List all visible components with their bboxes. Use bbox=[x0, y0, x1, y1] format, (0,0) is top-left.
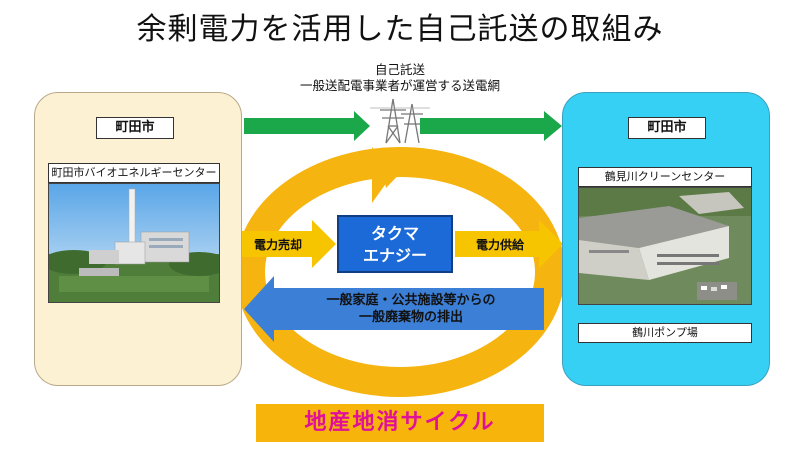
center-line1: タクマ bbox=[370, 224, 419, 243]
grid-label: 自己託送 一般送配電事業者が運営する送電網 bbox=[250, 62, 550, 94]
waste-arrow bbox=[244, 276, 544, 342]
transmission-tower-icon bbox=[370, 98, 430, 144]
supply-label: 電力供給 bbox=[475, 238, 524, 252]
right-city-label: 町田市 bbox=[628, 117, 706, 139]
cycle-ring-arrowhead-right bbox=[378, 148, 410, 188]
left-city-label: 町田市 bbox=[96, 117, 174, 139]
cycle-ring-arrowhead bbox=[372, 147, 392, 203]
self-consignment-label: 自己託送 bbox=[374, 62, 425, 77]
pump-station-label: 鶴川ポンプ場 bbox=[578, 323, 752, 343]
waste-label-line2: 一般廃棄物の排出 bbox=[358, 310, 463, 325]
page-title: 余剰電力を活用した自己託送の取組み bbox=[136, 12, 664, 47]
waste-label-line1: 一般家庭・公共施設等からの bbox=[326, 293, 496, 308]
local-production-cycle-banner: 地産地消サイクル bbox=[256, 404, 544, 442]
bioenergy-center-photo bbox=[48, 183, 220, 303]
right-facility-label: 鶴見川クリーンセンター bbox=[578, 167, 752, 187]
grid-operator-label: 一般送配電事業者が運営する送電網 bbox=[299, 78, 500, 93]
green-arrow-left bbox=[244, 111, 370, 141]
green-arrow-right bbox=[420, 111, 562, 141]
left-facility-label: 町田市バイオエネルギーセンター bbox=[48, 163, 220, 183]
sell-arrow bbox=[240, 220, 336, 268]
takuma-energy-box: タクマ エナジー bbox=[337, 215, 453, 273]
waste-label: 一般家庭・公共施設等からの 一般廃棄物の排出 bbox=[288, 292, 534, 326]
center-line2: エナジー bbox=[362, 246, 427, 265]
sell-label: 電力売却 bbox=[253, 238, 302, 252]
supply-arrow bbox=[455, 220, 563, 268]
cleanup-center-photo bbox=[578, 187, 752, 305]
